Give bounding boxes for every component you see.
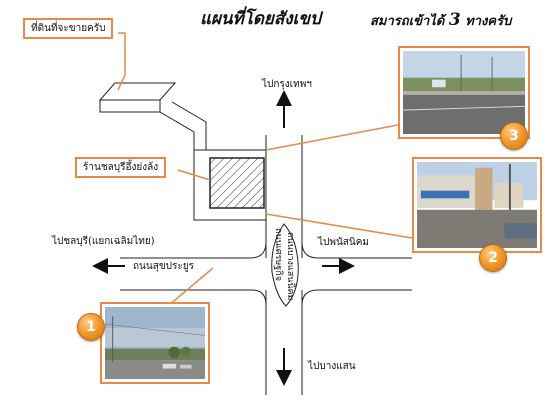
road-label-vertical-1: ถนนเศรษฐกิจ	[273, 228, 283, 281]
photo-2-image	[417, 162, 537, 248]
callout-connectors	[117, 32, 413, 324]
map-title: แผนที่โดยสังเขป	[200, 9, 321, 29]
shop-building	[209, 157, 265, 209]
photo-1-image	[105, 307, 205, 379]
photo-2	[412, 157, 542, 253]
subtitle-number: 3	[448, 10, 461, 30]
label-to-phanat-nikhom: ไปพนัสนิคม	[318, 237, 370, 248]
road-label-vertical-2: ถนนบางแสนนิคม	[285, 232, 295, 301]
access-subtitle: สมารถเข้าได้ 3 ทางครับ	[370, 12, 511, 29]
land-for-sale-callout: ที่ดินที่จะขายครับ	[23, 18, 114, 39]
road-label-sukhprayoon: ถนนสุขประยูร	[133, 261, 194, 272]
shop-callout: ร้านชลบุรีอึ้งย่งล้ง	[75, 157, 167, 178]
label-to-bang-saen: ไปบางแสน	[308, 361, 356, 372]
photo-3-image	[403, 51, 525, 134]
land-parcel-side	[99, 99, 161, 113]
label-to-chonburi: ไปชลบุรี(แยกเฉลิมไทย)	[52, 236, 155, 247]
subtitle-prefix: สมารถเข้าได้	[370, 14, 445, 29]
road-network	[120, 101, 412, 395]
label-to-bangkok: ไปกรุงเทพฯ	[262, 79, 312, 90]
photo-1-badge: 1	[77, 313, 105, 341]
photo-1	[100, 302, 210, 384]
photo-3-badge: 3	[500, 122, 528, 150]
subtitle-suffix: ทางครับ	[465, 14, 512, 29]
photo-2-badge: 2	[479, 244, 507, 272]
median-island	[271, 223, 299, 307]
land-parcel	[98, 82, 177, 101]
